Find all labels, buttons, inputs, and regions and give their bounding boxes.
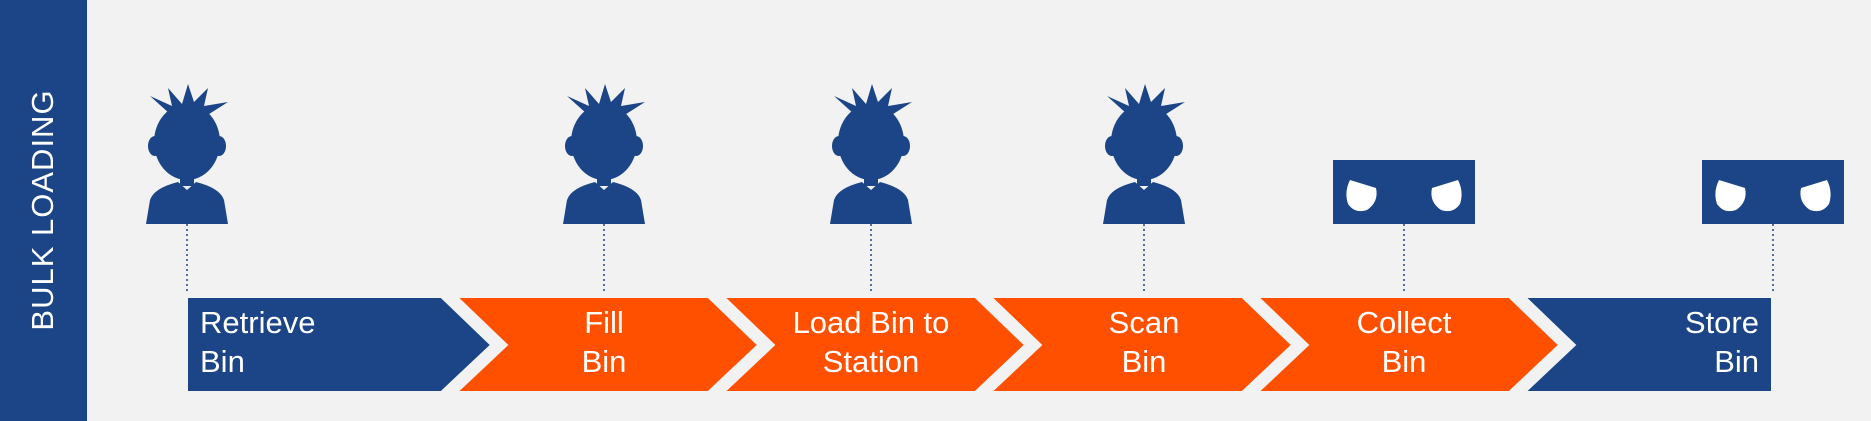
step-label-line2: Bin: [1714, 344, 1759, 379]
step-label-line2: Bin: [1381, 344, 1427, 379]
step-label-line1: Collect: [1356, 305, 1452, 340]
chevron-step-6: [1512, 292, 1777, 397]
step-label-line1: Scan: [1108, 305, 1180, 340]
connector-lines: [186, 224, 1774, 295]
person-icon: [146, 84, 228, 224]
person-icon: [830, 84, 912, 224]
step-label: Load Bin to Station: [746, 303, 996, 383]
person-icon: [1103, 84, 1185, 224]
side-band: BULK LOADING: [0, 0, 87, 421]
chevron-step-2: [444, 292, 766, 397]
step-label-line1: Retrieve: [200, 305, 316, 340]
step-label-line1: Fill: [584, 305, 624, 340]
step-label-line1: Load Bin to: [792, 305, 950, 340]
chevron-step-5: [1245, 292, 1567, 397]
actor-icons: [146, 84, 1844, 224]
step-label-line2: Station: [822, 344, 920, 379]
step-label-line2: Bin: [581, 344, 627, 379]
chevron-step-4: [978, 292, 1300, 397]
person-icon: [563, 84, 645, 224]
chevron-step-1: [182, 292, 499, 397]
process-chevrons: [182, 292, 1777, 397]
step-label-line1: Store: [1684, 305, 1759, 340]
robot-eyes-icon: [1702, 160, 1844, 224]
robot-eyes-icon: [1333, 160, 1475, 224]
step-label-line2: Bin: [200, 344, 245, 379]
chevron-step-3: [711, 292, 1033, 397]
step-label-line2: Bin: [1121, 344, 1167, 379]
